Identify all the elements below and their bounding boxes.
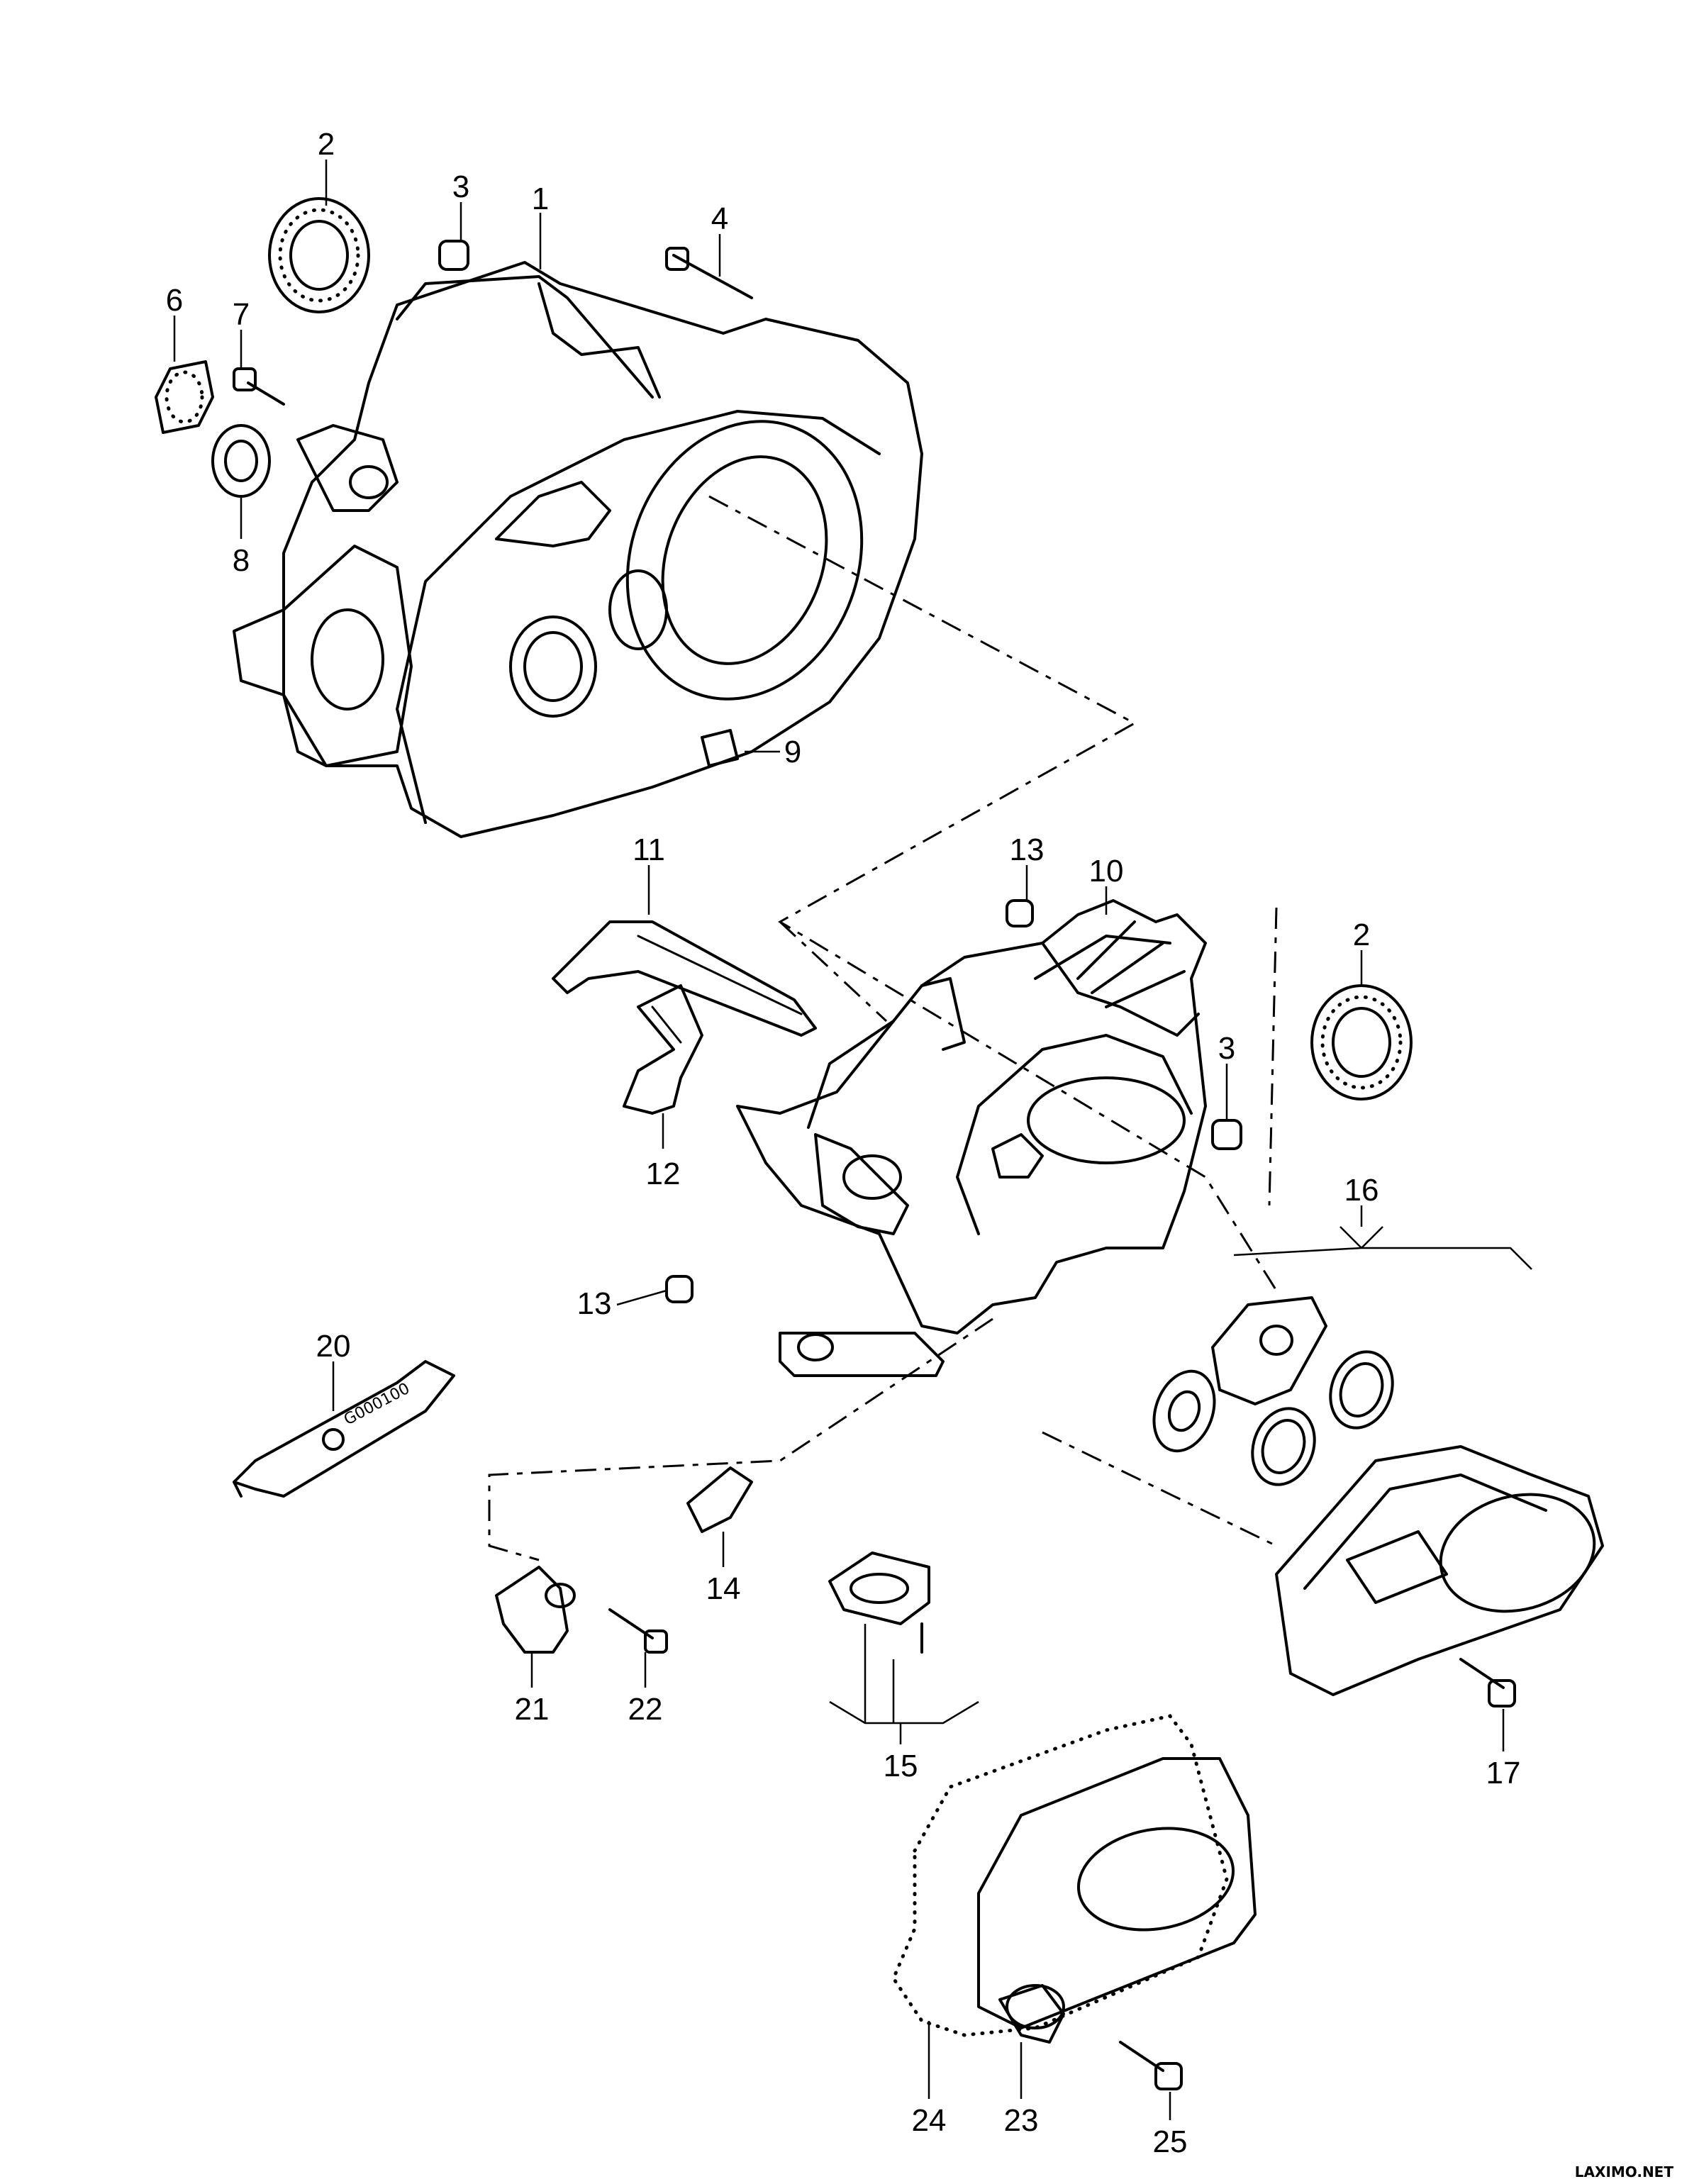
bearing-set [1152,1296,1394,1486]
callout-labels: 1 2 3 4 6 7 8 9 11 13 10 2 3 16 12 13 20… [166,127,1521,2159]
callout-25: 25 [1153,2124,1188,2159]
callout-4: 4 [711,201,728,236]
callout-10: 10 [1089,854,1124,888]
group-brackets [829,1226,1532,1725]
gearbox-housing [736,899,1207,1377]
watermark: LAXIMO.NET [1575,2163,1674,2180]
callout-21: 21 [515,1692,550,1727]
callout-11: 11 [633,832,665,867]
callout-20: 20 [316,1329,351,1364]
clutch-housing [233,261,923,838]
callout-7: 7 [233,297,250,332]
bracket [623,984,703,1115]
callout-17: 17 [1486,1756,1521,1790]
callout-1: 1 [532,182,549,216]
callout-8: 8 [233,543,250,578]
end-cover-right [1275,1445,1604,1696]
small-parts [155,197,1516,2090]
leader-lines [173,160,1505,2120]
shift-rail [552,920,817,1037]
callout-13-left: 13 [577,1286,612,1321]
callout-2-top: 2 [318,127,335,162]
bottom-cover [891,1714,1257,2044]
callout-23: 23 [1004,2103,1039,2138]
sealant-tube-label: G000100 [341,1380,413,1430]
callout-14: 14 [706,1571,741,1606]
callout-24: 24 [912,2103,947,2138]
callout-22: 22 [628,1692,663,1727]
callout-3-right: 3 [1218,1031,1235,1066]
assembly-axes [488,495,1278,1561]
callout-2-right: 2 [1353,918,1370,952]
callout-13-top: 13 [1010,832,1045,867]
callout-12: 12 [646,1157,681,1191]
callout-16: 16 [1344,1173,1379,1208]
callout-15: 15 [884,1749,918,1783]
callout-9: 9 [784,735,801,769]
callout-3-top: 3 [452,169,469,204]
callout-6: 6 [166,283,183,318]
